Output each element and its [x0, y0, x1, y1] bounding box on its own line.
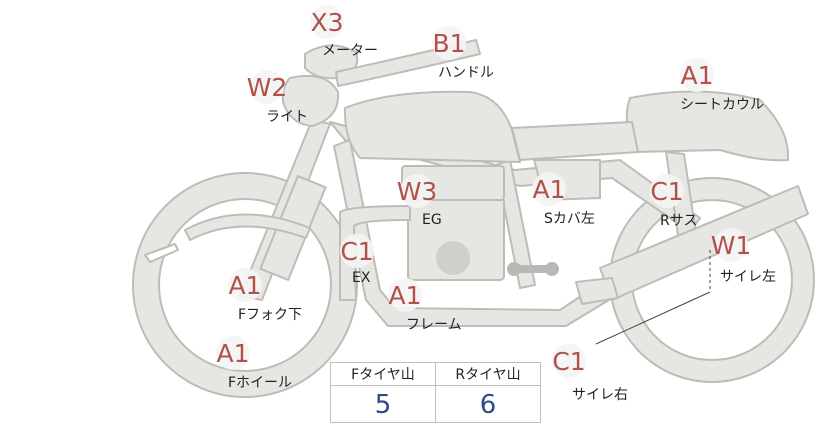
- grade-marker-s-cover-left: A1: [532, 172, 566, 206]
- grade-marker-frame: A1: [388, 278, 422, 312]
- grade-marker-f-fork-lower: A1: [228, 268, 262, 302]
- grade-marker-seat-cowl: A1: [680, 58, 714, 92]
- part-label-eg: EG: [422, 212, 442, 228]
- part-label-seat-cowl: シートカウル: [680, 97, 764, 113]
- part-label-light: ライト: [266, 109, 308, 125]
- table-divider: [435, 363, 436, 422]
- part-label-meter: メーター: [322, 43, 378, 59]
- part-label-handle: ハンドル: [438, 65, 494, 81]
- part-label-muffler-left: サイレ左: [720, 269, 776, 285]
- tank-shape: [343, 90, 521, 163]
- grade-marker-r-sus: C1: [650, 174, 684, 208]
- rear-tire-header: Rタイヤ山: [436, 363, 540, 386]
- tire-tread-table: Fタイヤ山 Rタイヤ山 5 6: [330, 362, 541, 423]
- grade-marker-meter: X3: [310, 5, 344, 39]
- grade-marker-eg: W3: [397, 174, 437, 208]
- grade-marker-muffler-right: C1: [552, 344, 586, 378]
- front-tire-value: 5: [374, 389, 392, 420]
- part-label-s-cover-left: Sカバ左: [544, 211, 595, 227]
- grade-marker-light: W2: [247, 70, 287, 104]
- part-label-f-fork-lower: Fフォク下: [238, 307, 303, 323]
- part-label-muffler-right: サイレ右: [572, 387, 628, 403]
- part-label-f-wheel: Fホイール: [228, 375, 293, 391]
- rear-tire-value: 6: [479, 389, 497, 420]
- grade-marker-handle: B1: [432, 26, 466, 60]
- grade-marker-muffler-left: W1: [711, 228, 751, 262]
- part-label-ex: EX: [352, 270, 371, 286]
- front-tire-header: Fタイヤ山: [331, 363, 435, 386]
- part-label-frame: フレーム: [406, 317, 462, 333]
- kickstand-shape: [507, 262, 559, 276]
- grade-marker-f-wheel: A1: [216, 336, 250, 370]
- grade-marker-ex: C1: [340, 234, 374, 268]
- part-label-r-sus: Rサス: [660, 213, 698, 229]
